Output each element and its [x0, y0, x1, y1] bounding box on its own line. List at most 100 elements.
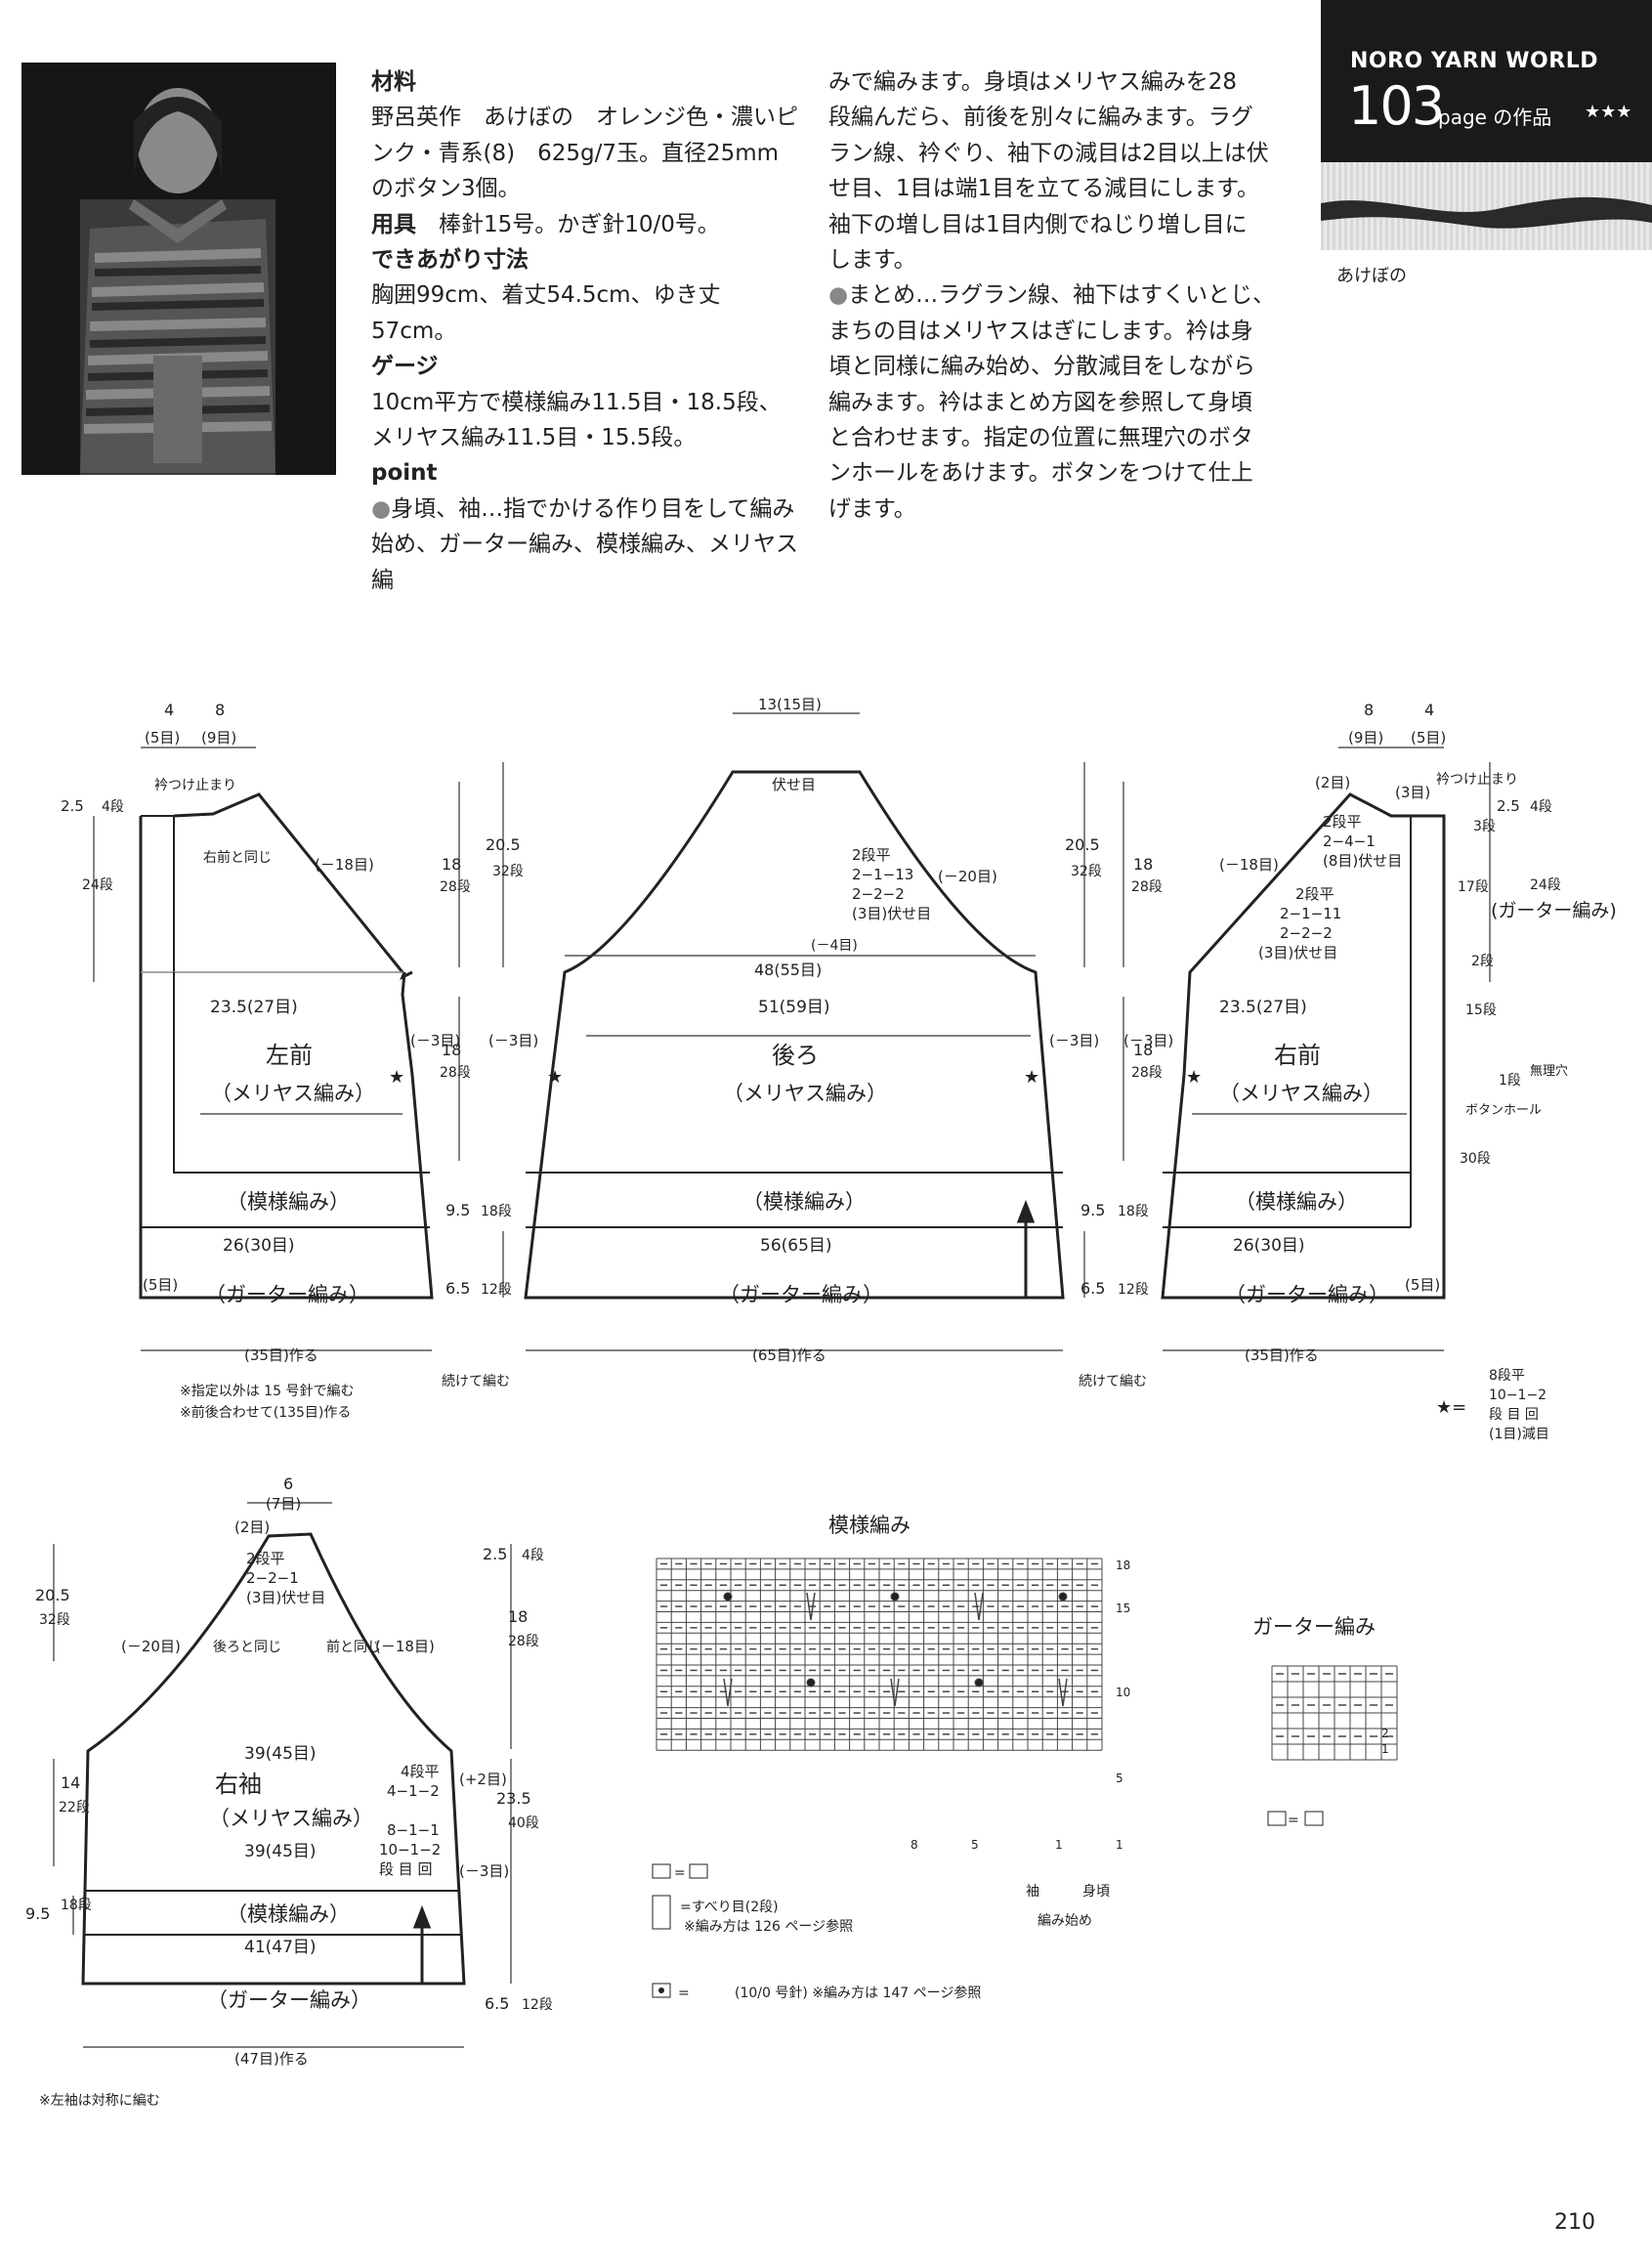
purl-symbol-icon: [689, 1863, 708, 1879]
back-cont-left: 続けて編む: [442, 1373, 510, 1389]
right-front-b2: 2段: [1471, 954, 1494, 969]
left-front-pattern: （模様編み）: [227, 1190, 350, 1214]
dim-18s-right: 28段: [1131, 879, 1163, 895]
left-front-garter: （ガーター編み）: [205, 1283, 369, 1306]
text_col2-line: 段編んだら、前後を別々に編みます。ラグ: [828, 105, 1253, 131]
sleeve-h14: 14: [61, 1773, 80, 1792]
right-front-n4: 2段平: [1295, 885, 1334, 903]
sleeve-dec18: (－18目): [375, 1638, 435, 1655]
back-w56: 56(65目): [760, 1236, 832, 1256]
bobble-symbol-icon: [652, 1983, 671, 1998]
sleeve-w39-low: 39(45目): [244, 1842, 317, 1861]
sleeve-w39-top: 39(45目): [244, 1744, 317, 1764]
chart-legend3: ※編み方は 126 ページ参照: [684, 1918, 853, 1935]
text_col2-line: みで編みます。身頃はメリヤス編みを28: [828, 69, 1237, 95]
sleeve-h235s: 40段: [508, 1815, 539, 1831]
back-pattern: （模様編み）: [742, 1190, 866, 1214]
right-front-top-s2: (5目): [1411, 729, 1446, 747]
dim-18-low-left: 18: [442, 1041, 461, 1059]
chart-col-1: 1: [1055, 1838, 1063, 1852]
left-front-top-w2: 8: [215, 701, 225, 719]
text_col2-line: します。: [828, 247, 916, 274]
text_col2-line: 袖下の増し目は1目内側でねじり増し目に: [828, 211, 1248, 237]
sleeve-two: (2目): [234, 1518, 270, 1536]
sleeve-h14s: 22段: [59, 1800, 90, 1815]
sleeve-h25s: 4段: [522, 1548, 544, 1563]
text_col1-line: 材料: [371, 69, 416, 95]
back-cont-right: 続けて編む: [1079, 1373, 1147, 1389]
sleeve-garter: （ガーター編み）: [207, 1988, 371, 2012]
right-front-top-w1: 8: [1364, 701, 1374, 719]
chart-legend4: =: [678, 1986, 690, 2001]
back-rag1: 2段平: [852, 846, 891, 864]
yarn-strand-icon: [1321, 162, 1652, 250]
left-front-h2s: 24段: [82, 877, 113, 893]
right-front-sub: （メリヤス編み）: [1219, 1082, 1383, 1105]
text_col2-line: 頃と同様に編み始め、分散減目をしながら: [828, 354, 1255, 380]
left-front-sub: （メリヤス編み）: [211, 1082, 375, 1105]
star-l4: (1目)減目: [1489, 1426, 1549, 1442]
text_col1-line: のボタン3個。: [371, 176, 521, 202]
right-front-cast: (35目)作る: [1245, 1346, 1319, 1364]
star-icon: ★: [1186, 1067, 1202, 1088]
star-l2: 10−1−2: [1489, 1388, 1546, 1403]
garter-chart-grid: [1271, 1665, 1398, 1761]
right-front-n7: (3目)伏せ目: [1258, 944, 1337, 961]
sleeve-h65: 6.5: [485, 1994, 509, 2013]
chart-row-1: 1: [1116, 1838, 1123, 1852]
sleeve-h18s: 28段: [508, 1634, 539, 1649]
text_col2-line: と合わせます。指定の位置に無理穴のボタ: [828, 425, 1253, 451]
right-front-b3: 3段: [1473, 819, 1496, 834]
back-title: 後ろ: [772, 1042, 819, 1069]
sleeve-h25: 2.5: [483, 1545, 507, 1563]
garter-legend: =: [1288, 1813, 1299, 1828]
dim-205-right: 20.5: [1065, 835, 1100, 854]
text_col1-line: 野呂英作 あけぼの オレンジ色・濃いピ: [371, 105, 798, 131]
text_col1-line: 始め、ガーター編み、模様編み、メリヤス編: [371, 532, 798, 593]
left-front-title: 左前: [266, 1042, 313, 1069]
left-front-top-w1: 4: [164, 701, 174, 719]
right-front-h1s: 4段: [1530, 799, 1552, 815]
right-front-n5: 2−1−11: [1280, 905, 1341, 922]
page-ref-suffix: page の作品: [1438, 106, 1552, 129]
text_col1-line: ●身頃、袖…指でかける作り目をして編み: [371, 491, 801, 527]
back-sub: （メリヤス編み）: [723, 1082, 887, 1105]
bobble-mark: [806, 1678, 816, 1687]
right-front-garter: （ガーター編み）: [1225, 1283, 1389, 1306]
left-front-collar: 衿つけ止まり: [154, 778, 236, 793]
sleeve-inc1: 4段平: [401, 1763, 440, 1780]
bobble-mark: [974, 1678, 984, 1687]
brand-label: NORO YARN WORLD: [1350, 49, 1598, 73]
right-front-top-s1: (9目): [1348, 729, 1383, 747]
sleeve-inc4: 10−1−2: [379, 1841, 441, 1858]
sleeve-w41: 41(47目): [244, 1938, 317, 1957]
back-garter: （ガーター編み）: [719, 1283, 883, 1306]
text_col2-line: ●まとめ…ラグラン線、袖下はすくいとじ、: [828, 278, 1278, 313]
pattern-chart-grid: [656, 1558, 1103, 1751]
text-column-1: 材料野呂英作 あけぼの オレンジ色・濃いピンク・青系(8) 625g/7玉。直径…: [371, 64, 801, 598]
bullet-text: 身頃、袖…指でかける作り目をして編み: [391, 495, 795, 522]
chart-row-10: 10: [1116, 1686, 1130, 1699]
text_col1-line: メリヤス編み11.5目・15.5段。: [371, 425, 697, 451]
slip-stitch-symbol-icon: [652, 1895, 671, 1930]
dim-18-right: 18: [1133, 855, 1153, 874]
chart-body: 身頃: [1082, 1884, 1110, 1900]
garter-purl-symbol-icon: [1304, 1811, 1324, 1826]
text_col1-line: point: [371, 460, 438, 487]
bullet-text: まとめ…ラグラン線、袖下はすくいとじ、: [848, 282, 1276, 309]
text_col1-line: ゲージ: [371, 354, 439, 380]
dim-65-right: 6.5: [1080, 1279, 1105, 1298]
right-front-title: 右前: [1274, 1042, 1321, 1069]
bullet-icon: ●: [371, 495, 392, 522]
sleeve-r2: 2−2−1: [246, 1569, 299, 1587]
heading-value: 棒針15号。かぎ針10/0号。: [416, 211, 720, 237]
heading: 用具: [371, 211, 416, 237]
right-front-dec3: (－3目): [1123, 1032, 1173, 1049]
difficulty-stars: ★★★: [1585, 102, 1632, 122]
page-number: 210: [1554, 2210, 1595, 2235]
back-dec3-right: (－3目): [1049, 1032, 1099, 1049]
sleeve-sub: （メリヤス編み）: [209, 1807, 373, 1830]
right-front-w-low: 26(30目): [1233, 1236, 1305, 1256]
right-front-collar: 衿つけ止まり: [1436, 772, 1518, 788]
